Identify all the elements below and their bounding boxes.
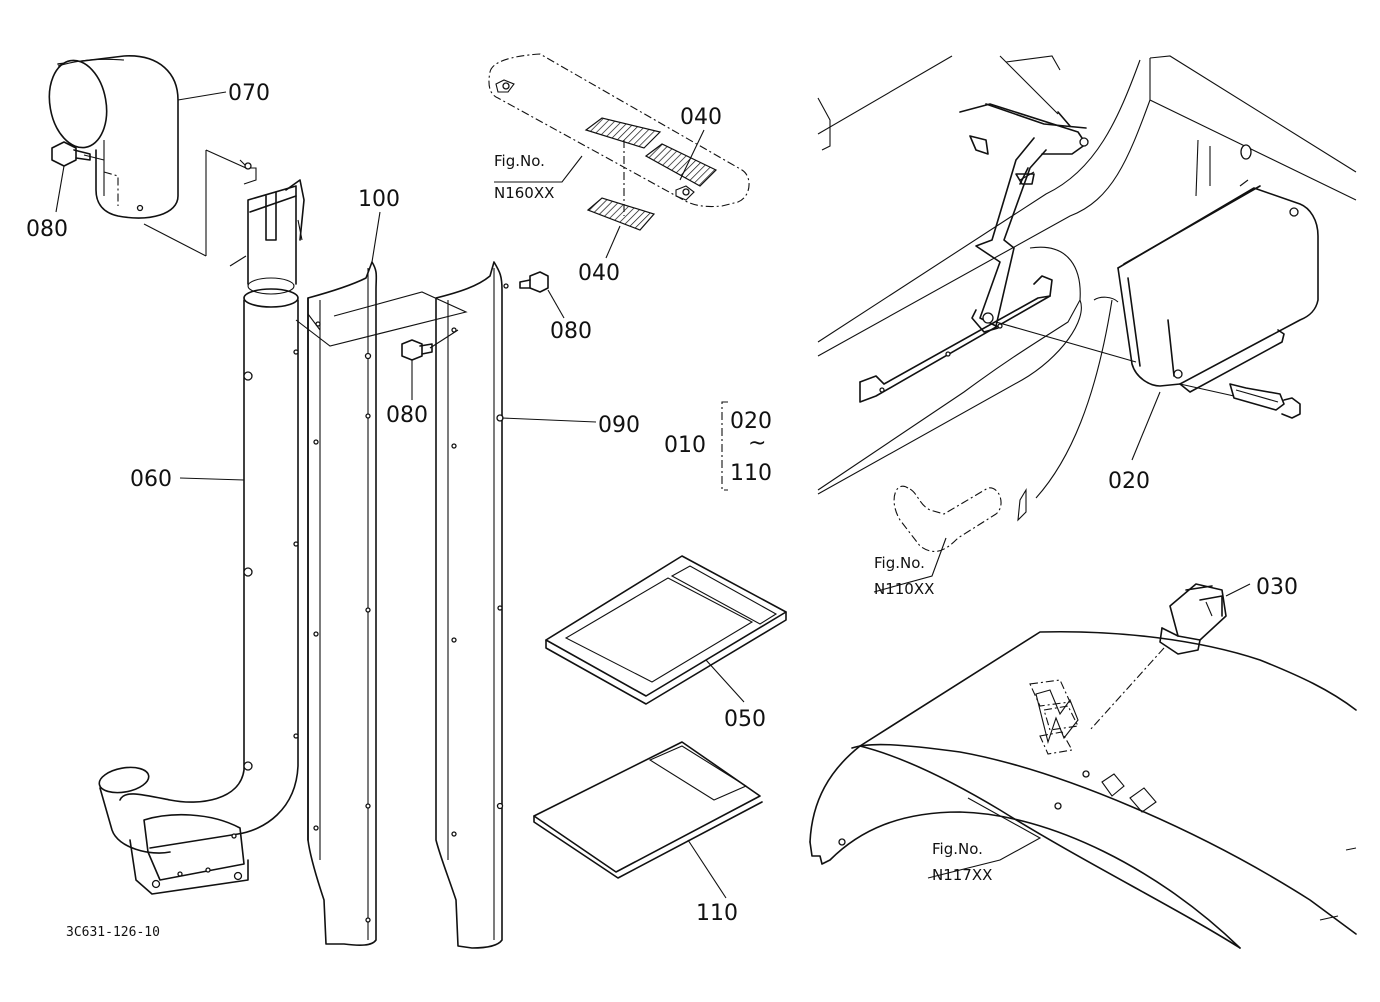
callout-060: 060 [130, 467, 172, 492]
part-callouts: 070 080 100 080 080 090 060 040 040 010 … [26, 81, 1298, 926]
fig-ref-number[interactable]: N117XX [932, 866, 992, 884]
callout-010: 010 [664, 433, 706, 458]
controller-020 [995, 185, 1319, 419]
callout-080: 080 [26, 217, 68, 242]
decal-040 [584, 117, 718, 231]
callout-110-range-end: 110 [730, 461, 772, 486]
callout-040: 040 [680, 105, 722, 130]
callout-020-range-start: 020 [730, 409, 772, 434]
manual-110 [533, 741, 763, 879]
switch-030 [1089, 583, 1227, 731]
fig-ref-number[interactable]: N160XX [494, 184, 554, 202]
callout-070: 070 [228, 81, 270, 106]
callout-100: 100 [358, 187, 400, 212]
manual-050 [545, 555, 787, 705]
bolt-080-left [51, 141, 105, 167]
fig-ref-number[interactable]: N110XX [874, 580, 934, 598]
fig-ref-label: Fig.No. [932, 840, 983, 858]
callout-110: 110 [696, 901, 738, 926]
callout-050: 050 [724, 707, 766, 732]
hose-n110xx [893, 485, 1002, 552]
drawing-code: 3C631-126-10 [66, 925, 160, 940]
range-bracket [721, 401, 728, 491]
fig-ref-label: Fig.No. [874, 554, 925, 572]
callout-090: 090 [598, 413, 640, 438]
cover-100 [307, 261, 378, 946]
callout-040: 040 [578, 261, 620, 286]
leader-lines [55, 91, 1251, 899]
dashboard-frame [817, 55, 1357, 522]
range-tilde: ~ [748, 431, 766, 456]
assembly-guide-lines [143, 149, 468, 347]
bolt-080-mid [401, 329, 459, 361]
decal-plate-n160xx [488, 53, 750, 216]
callout-030: 030 [1256, 575, 1298, 600]
elbow-cap-070 [48, 55, 179, 219]
callout-080: 080 [550, 319, 592, 344]
bracket-and-rod [859, 103, 1089, 403]
callout-020: 020 [1108, 469, 1150, 494]
pipe-060 [98, 159, 305, 895]
cover-090 [435, 261, 509, 949]
fig-ref-label: Fig.No. [494, 152, 545, 170]
hood-n117xx [809, 630, 1357, 949]
callout-080: 080 [386, 403, 428, 428]
figure-references: Fig.No. N160XX Fig.No. N110XX Fig.No. N1… [494, 152, 992, 884]
bolt-080-right [519, 271, 549, 293]
